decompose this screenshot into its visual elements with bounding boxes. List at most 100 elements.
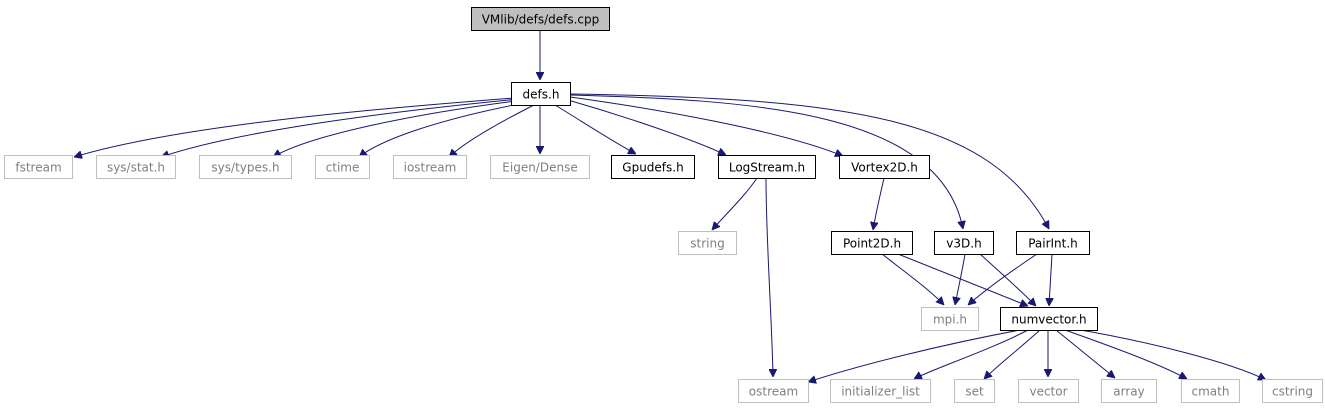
node-box: [4, 155, 73, 179]
edge-v3d-to-numvector: [979, 253, 1036, 306]
edge-pairint-to-numvector: [1049, 253, 1052, 306]
node-gpudefs[interactable]: Gpudefs.h: [611, 155, 695, 179]
edge-defs-to-ctime: [359, 99, 541, 157]
node-box: [718, 155, 816, 179]
node-box: [471, 7, 610, 31]
node-label: cstring: [1272, 385, 1313, 399]
node-label: ctime: [326, 161, 360, 175]
node-box: [611, 155, 695, 179]
node-defs[interactable]: defs.h: [511, 82, 571, 106]
node-string: string: [678, 231, 737, 255]
node-box: [1101, 379, 1157, 403]
edge-vortex2d-to-point2d: [873, 177, 885, 230]
edge-defs-to-vortex2d: [569, 96, 843, 156]
node-box: [921, 307, 979, 331]
node-box: [830, 379, 931, 403]
edge-point2d-to-numvector: [897, 253, 1028, 306]
node-initlist: initializer_list: [830, 379, 931, 403]
node-logstream[interactable]: LogStream.h: [718, 155, 816, 179]
node-label: v3D.h: [946, 237, 981, 251]
edge-numvector-to-initlist: [914, 329, 1029, 379]
node-stat: sys/stat.h: [96, 155, 176, 179]
node-box: [1262, 379, 1323, 403]
edge-defs-to-fstream: [74, 95, 541, 157]
node-box: [1000, 307, 1098, 331]
node-label: vector: [1029, 385, 1067, 399]
node-ostream: ostream: [738, 379, 809, 403]
node-label: iostream: [404, 161, 457, 175]
node-box: [1018, 379, 1079, 403]
node-label: fstream: [15, 161, 61, 175]
node-box: [738, 379, 809, 403]
node-fstream: fstream: [4, 155, 73, 179]
node-cmath: cmath: [1181, 379, 1240, 403]
node-box: [393, 155, 467, 179]
edge-numvector-to-ostream: [808, 329, 1021, 382]
node-label: sys/types.h: [211, 161, 279, 175]
node-pairint[interactable]: PairInt.h: [1016, 231, 1090, 255]
node-label: Gpudefs.h: [622, 161, 683, 175]
node-label: LogStream.h: [729, 161, 805, 175]
node-label: numvector.h: [1011, 313, 1086, 327]
edge-logstream-to-ostream: [765, 177, 773, 377]
nodes-layer: VMlib/defs/defs.cpp defs.h fstream sys/stat…: [4, 7, 1323, 403]
node-label: string: [690, 237, 724, 251]
node-mpi: mpi.h: [921, 307, 979, 331]
edge-pairint-to-mpi: [968, 253, 1038, 305]
edge-defs-to-types: [273, 97, 541, 157]
edge-point2d-to-mpi: [881, 253, 944, 305]
node-point2d[interactable]: Point2D.h: [831, 231, 913, 255]
edge-numvector-to-cstring: [1074, 328, 1266, 381]
node-box: [511, 82, 571, 106]
edge-defs-to-stat: [161, 96, 541, 157]
node-eigen: Eigen/Dense: [490, 155, 590, 179]
edges-layer: [74, 30, 1266, 382]
edge-numvector-to-array: [1055, 329, 1115, 378]
node-numvector[interactable]: numvector.h: [1000, 307, 1098, 331]
node-v3d[interactable]: v3D.h: [934, 231, 994, 255]
node-iostream: iostream: [393, 155, 467, 179]
node-label: set: [965, 385, 984, 399]
node-label: Point2D.h: [843, 237, 901, 251]
node-box: [678, 231, 737, 255]
node-box: [839, 155, 930, 179]
edge-v3d-to-mpi: [955, 253, 966, 305]
node-vector: vector: [1018, 379, 1079, 403]
edge-numvector-to-cmath: [1064, 329, 1187, 380]
node-box: [831, 231, 913, 255]
node-label: initializer_list: [841, 385, 920, 399]
node-box: [96, 155, 176, 179]
edge-defs-to-logstream: [567, 99, 726, 155]
node-box: [315, 155, 370, 179]
node-box: [1016, 231, 1090, 255]
edge-defs-to-gpudefs: [554, 104, 636, 155]
edge-defs-to-v3d: [569, 94, 963, 229]
node-array: array: [1101, 379, 1157, 403]
edge-defs-to-pairint: [569, 93, 1050, 229]
edge-numvector-to-set: [984, 329, 1041, 379]
node-label: sys/stat.h: [107, 161, 165, 175]
node-box: [954, 379, 995, 403]
edge-logstream-to-string: [712, 177, 758, 230]
node-cstring: cstring: [1262, 379, 1323, 403]
node-box: [1181, 379, 1240, 403]
node-label: ostream: [749, 385, 798, 399]
node-vortex2d[interactable]: Vortex2D.h: [839, 155, 930, 179]
node-label: Vortex2D.h: [851, 161, 918, 175]
node-types: sys/types.h: [199, 155, 292, 179]
node-set: set: [954, 379, 995, 403]
node-root[interactable]: VMlib/defs/defs.cpp: [471, 7, 610, 31]
node-label: VMlib/defs/defs.cpp: [482, 13, 600, 27]
node-label: PairInt.h: [1028, 237, 1078, 251]
node-label: Eigen/Dense: [502, 161, 577, 175]
edge-defs-to-iostream: [449, 101, 541, 157]
node-box: [934, 231, 994, 255]
node-label: cmath: [1192, 385, 1230, 399]
node-box: [490, 155, 590, 179]
node-label: defs.h: [523, 88, 560, 102]
node-box: [199, 155, 292, 179]
node-label: array: [1113, 385, 1144, 399]
node-label: mpi.h: [933, 313, 967, 327]
node-ctime: ctime: [315, 155, 370, 179]
